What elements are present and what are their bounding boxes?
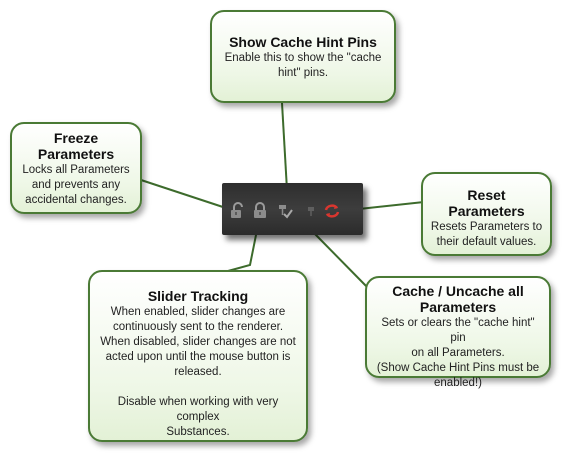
callout-title: Show Cache Hint Pins xyxy=(229,34,377,50)
callout-body: Resets Parameters to their default value… xyxy=(427,220,546,250)
callout-title-line: Freeze xyxy=(53,130,99,146)
callout-reset-parameters: Reset Parameters Resets Parameters to th… xyxy=(421,172,552,256)
callout-line: released. xyxy=(174,366,222,378)
leader-show-cache-hint-pins xyxy=(281,102,288,191)
callout-line: When enabled, slider changes are xyxy=(110,306,286,318)
callout-line: Sets or clears the "cache hint" pin xyxy=(381,317,535,344)
callout-line: Locks all Parameters xyxy=(22,164,130,176)
callout-title-line: Cache / Uncache all xyxy=(392,283,524,299)
cache-uncache-all-button[interactable] xyxy=(302,202,320,220)
callout-title-line: Parameters xyxy=(419,299,497,315)
leader-freeze-parameters xyxy=(140,179,233,211)
callout-body: Locks all Parameters and prevents any ac… xyxy=(16,163,136,208)
callout-slider-tracking: Slider Tracking When enabled, slider cha… xyxy=(88,270,308,442)
callout-line: hint" pins. xyxy=(277,67,329,79)
callout-body: When enabled, slider changes are continu… xyxy=(96,305,300,440)
callout-line-blank xyxy=(96,380,300,395)
callout-line: Disable when working with very complex xyxy=(117,396,279,423)
callout-line: Enable this to show the "cache xyxy=(224,52,382,64)
callout-line: their default values. xyxy=(436,236,537,248)
callout-line: When disabled, slider changes are not xyxy=(100,336,296,348)
callout-show-cache-hint-pins: Show Cache Hint Pins Enable this to show… xyxy=(210,10,396,103)
callout-cache-uncache-all-parameters: Cache / Uncache all Parameters Sets or c… xyxy=(365,276,551,389)
padlock-closed-icon xyxy=(254,202,266,218)
callout-title-line: Parameters xyxy=(448,203,525,219)
leader-cache-uncache xyxy=(312,231,371,291)
callout-line: continuously sent to the renderer. xyxy=(112,321,284,333)
reset-parameters-button[interactable] xyxy=(323,202,341,220)
reset-arrows-icon xyxy=(324,204,340,218)
callout-title: Freeze Parameters xyxy=(16,130,136,162)
callout-line: Resets Parameters to xyxy=(430,221,543,233)
freeze-parameters-button[interactable] xyxy=(229,202,247,220)
callout-title: Cache / Uncache all Parameters xyxy=(373,283,543,315)
show-cache-hint-pins-button[interactable] xyxy=(276,202,294,220)
callout-freeze-parameters: Freeze Parameters Locks all Parameters a… xyxy=(10,122,142,214)
callout-body: Sets or clears the "cache hint" pin on a… xyxy=(373,316,543,391)
callout-line: on all Parameters. xyxy=(411,347,505,359)
pin-check-icon xyxy=(279,205,293,219)
callout-line: (Show Cache Hint Pins must be xyxy=(376,362,540,374)
callout-line: acted upon until the mouse button is xyxy=(105,351,291,363)
callout-title: Reset Parameters xyxy=(427,187,546,219)
padlock-open-icon xyxy=(231,202,243,218)
pin-icon xyxy=(308,207,314,216)
callout-line: accidental changes. xyxy=(25,194,127,206)
callout-title-line: Parameters xyxy=(37,146,115,162)
slider-tracking-button[interactable] xyxy=(251,202,269,220)
callout-line: Substances. xyxy=(166,426,230,438)
callout-title: Slider Tracking xyxy=(147,288,249,304)
callout-line: enabled!) xyxy=(434,377,482,389)
callout-title-line: Reset xyxy=(467,187,506,203)
callout-line: and prevents any xyxy=(31,179,121,191)
callout-body: Enable this to show the "cache hint" pin… xyxy=(218,51,388,81)
parameters-toolbar xyxy=(222,183,363,235)
